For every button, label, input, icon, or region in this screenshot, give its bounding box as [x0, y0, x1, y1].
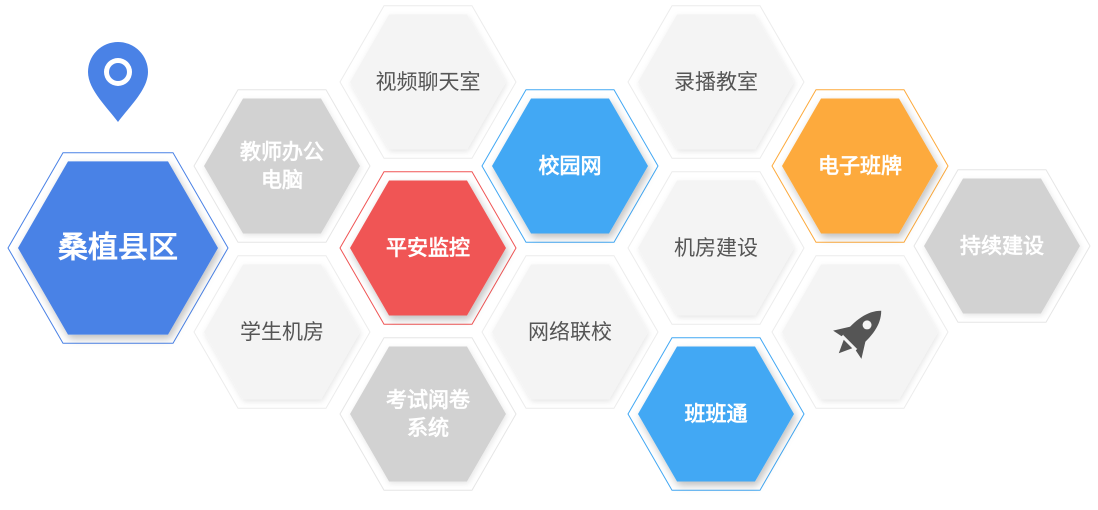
- hex-label: 录播教室: [674, 70, 758, 94]
- hex-label: 平安监控: [386, 236, 470, 260]
- rocket-window: [862, 320, 872, 330]
- hex-label: 电子班牌: [818, 154, 902, 178]
- hex-electronic-class-board: 电子班牌: [771, 89, 949, 243]
- rocket-icon: [833, 310, 882, 359]
- hex-recording-classroom: 录播教室: [627, 5, 805, 159]
- hex-label: 电脑: [261, 168, 303, 192]
- hex-video-chat-room: 视频聊天室: [339, 5, 517, 159]
- hex-fill: [492, 264, 648, 400]
- hex-label: 持续建设: [960, 234, 1044, 258]
- hex-fill: [350, 346, 506, 482]
- hex-label: 学生机房: [240, 320, 324, 344]
- hex-fill: [638, 346, 794, 482]
- hex-computer-lab-construction: 机房建设: [627, 171, 805, 325]
- hex-fill: [350, 180, 506, 316]
- hex-fill: [638, 180, 794, 316]
- hex-fill: [350, 14, 506, 150]
- hex-fill: [492, 98, 648, 234]
- hex-fill: [204, 98, 360, 234]
- hex-label: 视频聊天室: [376, 70, 481, 94]
- hex-ban-ban-tong: 班班通: [627, 337, 805, 491]
- hex-label: 班班通: [685, 402, 748, 426]
- rocket-flame: [838, 339, 853, 354]
- hex-label: 教师办公: [240, 140, 324, 164]
- hex-fill: [782, 98, 938, 234]
- hex-label: 校园网: [539, 154, 602, 178]
- map-pin-dot: [109, 63, 127, 81]
- rocket-fin-left: [833, 326, 852, 337]
- hex-safety-monitoring: 平安监控: [339, 171, 517, 325]
- hex-campus-network: 校园网: [481, 89, 659, 243]
- hex-fill: [18, 161, 218, 335]
- hex-fill: [924, 178, 1080, 314]
- hex-region: 桑植县区: [7, 152, 229, 344]
- hex-fill: [638, 14, 794, 150]
- hex-continuous-construction: 持续建设: [913, 169, 1091, 323]
- hex-label: 考试阅卷: [386, 388, 471, 412]
- hex-fill: [204, 264, 360, 400]
- hex-label: 机房建设: [674, 236, 758, 260]
- hex-network-linked-schools: 网络联校: [481, 255, 659, 409]
- map-pin-icon: [88, 42, 148, 122]
- rocket-fin-right: [855, 340, 866, 359]
- hex-label: 桑植县区: [58, 231, 178, 266]
- hex-student-lab: 学生机房: [193, 255, 371, 409]
- hex-label: 系统: [407, 416, 449, 440]
- rocket-body: [843, 310, 882, 349]
- hex-label: 网络联校: [528, 320, 612, 344]
